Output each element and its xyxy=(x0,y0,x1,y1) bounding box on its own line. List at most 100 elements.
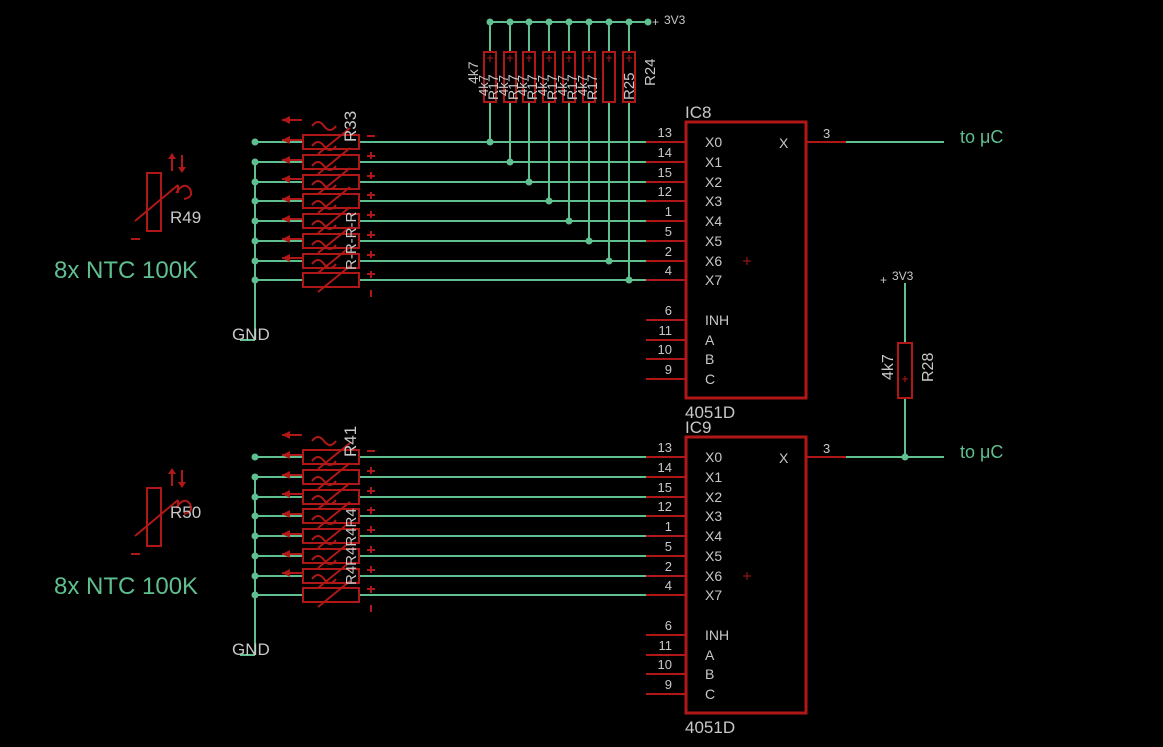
ntc-arrowhead xyxy=(282,550,290,558)
ntc-thermistor xyxy=(302,154,360,170)
ntc-diagonal xyxy=(317,206,351,234)
ntc-symbol-arrowhead xyxy=(168,468,176,474)
ic-pin-number: 4 xyxy=(665,263,672,278)
ntc-diagonal xyxy=(317,127,351,155)
ic-control-pin-name: B xyxy=(705,666,714,682)
stack-bottom-label-1: R-R-R-R xyxy=(343,212,360,270)
ic-control-pin-name: INH xyxy=(705,312,729,328)
ic-part-1: 4051D xyxy=(685,403,735,422)
ic-pin-name: X4 xyxy=(705,213,722,229)
ic-pin-number: 1 xyxy=(665,204,672,219)
ic-control-pin-number: 10 xyxy=(658,657,672,672)
net-label-out-1: to μC xyxy=(960,127,1003,147)
stack-bottom-label-2: R4R4R4R4 xyxy=(343,508,360,585)
ic-pin-name: X1 xyxy=(705,154,722,170)
ic-pin-number: 13 xyxy=(658,125,672,140)
ntc-symbol-squiggle xyxy=(175,184,193,200)
pullup-resistor xyxy=(483,51,497,103)
ic-control-pin-number: 10 xyxy=(658,342,672,357)
ic-pin-name: X6 xyxy=(705,253,722,269)
ntc-arrowhead xyxy=(282,235,290,243)
ntc-squiggle xyxy=(311,456,337,466)
stack-ref-label-2: R41 xyxy=(341,426,360,457)
ntc-symbol-body xyxy=(146,172,162,232)
ntc-squiggle xyxy=(311,574,337,584)
ic-out-name-1: X xyxy=(779,135,789,151)
ic-pin-number: 1 xyxy=(665,519,672,534)
pullup-ref-label: R17 xyxy=(584,74,600,100)
net-label-out-2: to μC xyxy=(960,442,1003,462)
ic-pin-number: 5 xyxy=(665,539,672,554)
r28-ref: R28 xyxy=(920,353,937,382)
ntc-arrowhead xyxy=(282,510,290,518)
ic-pin-name: X5 xyxy=(705,548,722,564)
gnd-label-1: GND xyxy=(232,325,270,344)
parts xyxy=(131,51,913,715)
ic-control-pin-name: INH xyxy=(705,627,729,643)
ic-pin-number: 12 xyxy=(658,184,672,199)
pullup-ref-label: R17 xyxy=(485,74,501,100)
pullup-resistor xyxy=(503,51,517,103)
pullup-resistor xyxy=(522,51,536,103)
ntc-diagonal xyxy=(317,147,351,175)
pullup-ref-label: R17 xyxy=(505,74,521,100)
ntc-arrowhead xyxy=(282,215,290,223)
ntc-symbol-squiggle xyxy=(175,499,193,515)
pullup-value-label: 4k7 xyxy=(476,75,491,96)
ntc-squiggle xyxy=(311,161,337,171)
ntc-squiggle xyxy=(311,555,337,565)
pullup-value-label: 4k7 xyxy=(496,75,511,96)
ic-pin-number: 15 xyxy=(658,165,672,180)
ntc-diagonal xyxy=(317,442,351,470)
ic-pin-number: 2 xyxy=(665,244,672,259)
pullup-ref-r25: R25 xyxy=(621,72,638,100)
ntc-squiggle xyxy=(311,259,337,269)
ic-control-pin-name: C xyxy=(705,371,715,387)
power-symbol-plus: + xyxy=(652,15,659,29)
ntc-arrowhead xyxy=(282,254,290,262)
ic-pin-number: 14 xyxy=(658,145,672,160)
ntc-symbol-diagonal xyxy=(134,499,179,537)
pullup-value-label: 4k7 xyxy=(515,75,530,96)
ic-pin-number: 15 xyxy=(658,480,672,495)
pullup-resistor xyxy=(542,51,556,103)
pullup-ref-r24: R24 xyxy=(642,58,659,86)
stack-ref-label-1: R33 xyxy=(341,111,360,142)
junction-dot xyxy=(901,453,909,461)
pullup-value-label: 4k7 xyxy=(575,75,590,96)
pullup-ref-label: R17 xyxy=(564,74,580,100)
ic-control-pin-number: 11 xyxy=(659,638,673,653)
ic-pin-name: X6 xyxy=(705,568,722,584)
ic-out-pin-1: 3 xyxy=(823,126,830,141)
ntc-diagonal xyxy=(317,541,351,569)
ic-control-pin-name: A xyxy=(705,332,715,348)
ntc-diagonal xyxy=(317,580,351,608)
ic-pin-name: X0 xyxy=(705,134,722,150)
ic-pin-name: X2 xyxy=(705,174,722,190)
thermistor-ref-2: R50 xyxy=(170,503,201,522)
wires xyxy=(240,18,944,656)
ic-pin-number: 2 xyxy=(665,559,672,574)
r28-value: 4k7 xyxy=(880,354,897,380)
mux-ic-body xyxy=(684,435,808,715)
ntc-squiggle xyxy=(311,515,337,525)
ic-control-pin-number: 11 xyxy=(659,323,673,338)
ic-control-pin-number: 6 xyxy=(665,618,672,633)
ntc-arrowhead xyxy=(282,175,290,183)
ntc-squiggle xyxy=(311,180,337,190)
pullup-resistor xyxy=(602,51,616,103)
ic-control-pin-number: 9 xyxy=(665,362,672,377)
ntc-diagonal xyxy=(317,265,351,293)
ic-control-pin-name: A xyxy=(705,647,715,663)
ntc-arrowhead xyxy=(282,116,290,124)
ic-part-2: 4051D xyxy=(685,718,735,737)
ic-pin-name: X7 xyxy=(705,272,722,288)
ntc-diagonal xyxy=(317,167,351,195)
pullup-value-label: 4k7 xyxy=(555,75,570,96)
ntc-thermistor xyxy=(302,193,360,209)
ntc-arrowhead xyxy=(282,530,290,538)
ntc-squiggle xyxy=(311,141,337,151)
junction-dot xyxy=(644,18,652,26)
